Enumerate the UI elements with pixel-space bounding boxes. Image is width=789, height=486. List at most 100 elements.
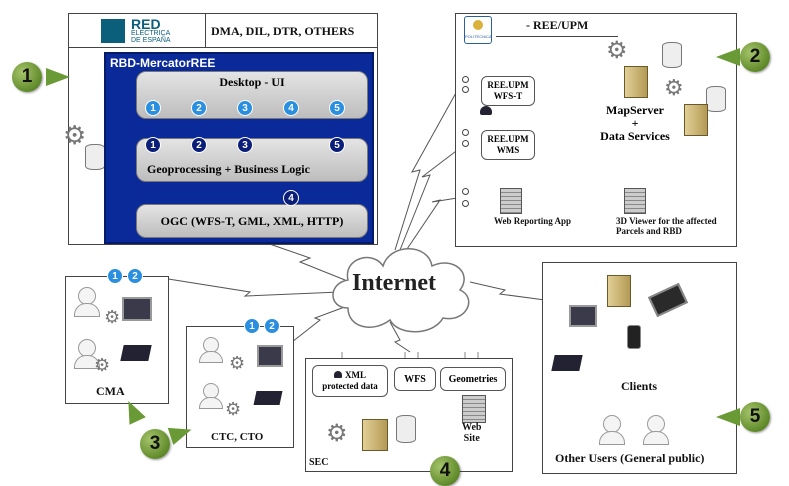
geo-number-2: 2 [191,137,207,153]
web-site-line2: Site [463,433,480,444]
geometries-label: Geometries [448,373,498,385]
cma-number-1: 1 [107,268,123,284]
server-icon [624,66,648,98]
gear-icon: ⚙ [229,353,246,374]
ogc-number-4: 4 [283,190,299,206]
upm-panel: POLITÉCNICA - REE/UPM REE.UPM WFS-T REE.… [455,13,737,247]
laptop-icon [120,345,152,361]
link-upm-web [404,195,471,253]
link-mercator [257,239,346,281]
sec-panel: XML protected data WFS Geometries ⚙ Web … [305,358,513,472]
upm-logo: POLITÉCNICA [464,16,492,44]
database-icon [396,415,416,443]
xml-protected-data: XML protected data [312,365,388,397]
mapserver-label: MapServer + Data Services [580,104,690,143]
upm-title-rule [496,36,618,37]
clients-label: Clients [621,379,657,393]
gear-icon: ⚙ [326,419,348,447]
web-reporting-icon [500,188,522,214]
wms-service: REE.UPM WMS [481,130,535,160]
cma-panel: ⚙ ⚙ CMA [65,276,169,404]
geo-number-1: 1 [145,137,161,153]
user-body-icon [199,397,223,409]
laptop-icon [551,355,583,371]
mapserver-line2: + [631,116,639,130]
connector-dot [462,200,469,207]
database-icon [706,86,726,112]
desktop-computer-icon [257,345,283,367]
viewer-icon [624,188,646,214]
wfst-line1: REE.UPM [487,80,529,90]
gear-icon: ⚙ [63,121,87,151]
geo-number-3: 3 [237,137,253,153]
ogc-label: OGC (WFS-T, GML, XML, HTTP) [160,213,344,228]
header-bottom-rule [69,47,377,48]
connector-dot [462,76,469,83]
desktop-computer-icon [122,297,152,321]
brand-sub2: DE ESPAÑA [131,37,171,44]
laptop-icon [253,391,283,405]
step-badge-4: 4 [430,456,460,486]
viewer-line2: Parcels and RBD [616,226,682,236]
connector-dot [462,86,469,93]
viewer-label: 3D Viewer for the affected Parcels and R… [616,216,717,236]
desktop-number-2: 2 [191,100,207,116]
step-badge-3: 3 [140,429,170,459]
ree-panel: RED ELÉCTRICA DE ESPAÑA DMA, DIL, DTR, O… [63,13,378,245]
lock-icon [480,106,492,115]
link-clients [469,281,546,301]
upm-title: - REE/UPM [526,18,589,32]
wfs-service: WFS [394,367,436,391]
mapserver-line3: Data Services [600,129,670,143]
connector-dot [462,140,469,147]
ree-logo-icon [101,19,125,43]
wfst-service: REE.UPM WFS-T [481,76,535,106]
tablet-icon [647,282,689,318]
desktop-computer-icon [569,305,597,327]
server-icon [607,275,631,307]
wfs-label: WFS [404,373,426,385]
connector-dot [462,129,469,136]
ctc-panel: ⚙ ⚙ CTC, CTO [186,326,294,448]
user-body-icon [643,431,669,445]
geometries-service: Geometries [440,367,506,391]
header-divider [205,14,206,47]
database-icon [85,144,105,170]
web-site-line1: Web [462,422,482,433]
desktop-number-1: 1 [145,100,161,116]
link-sec [389,321,411,353]
ctc-label: CTC, CTO [211,431,264,443]
web-reporting-label: Web Reporting App [494,216,572,226]
desktop-number-4: 4 [283,100,299,116]
cma-number-2: 2 [127,268,143,284]
ree-logo: RED ELÉCTRICA DE ESPAÑA [97,16,201,47]
xml-line1: XML [334,370,366,381]
lock-icon [334,371,342,378]
gear-icon: ⚙ [606,36,628,64]
step-badge-2: 2 [740,42,770,72]
brand-sub1: ELÉCTRICA [131,30,171,37]
arrow-left-icon [716,408,740,426]
wfst-line2: WFS-T [493,91,523,101]
user-body-icon [199,351,223,363]
mapserver-line1: MapServer [606,103,664,117]
wms-line2: WMS [496,145,520,155]
other-users-label: Other Users (General public) [555,451,705,465]
user-body-icon [74,303,100,317]
xml-line1-text: XML [345,370,366,380]
link-upm-wfst [394,81,463,251]
geoprocessing-label: Geoprocessing + Business Logic [147,162,310,176]
upm-emblem-icon [473,20,483,30]
clients-panel: Clients Other Users (General public) [542,262,737,474]
server-icon [684,104,708,136]
connector-dot [462,188,469,195]
database-icon [662,42,682,68]
user-body-icon [599,431,625,445]
arrow-left-icon [716,48,740,66]
internet-cloud [332,248,470,333]
desktop-number-3: 3 [237,100,253,116]
link-upm-wms [399,141,469,251]
web-site-label: Web Site [462,422,481,444]
ctc-number-1: 1 [244,318,260,334]
cma-label: CMA [96,384,125,398]
